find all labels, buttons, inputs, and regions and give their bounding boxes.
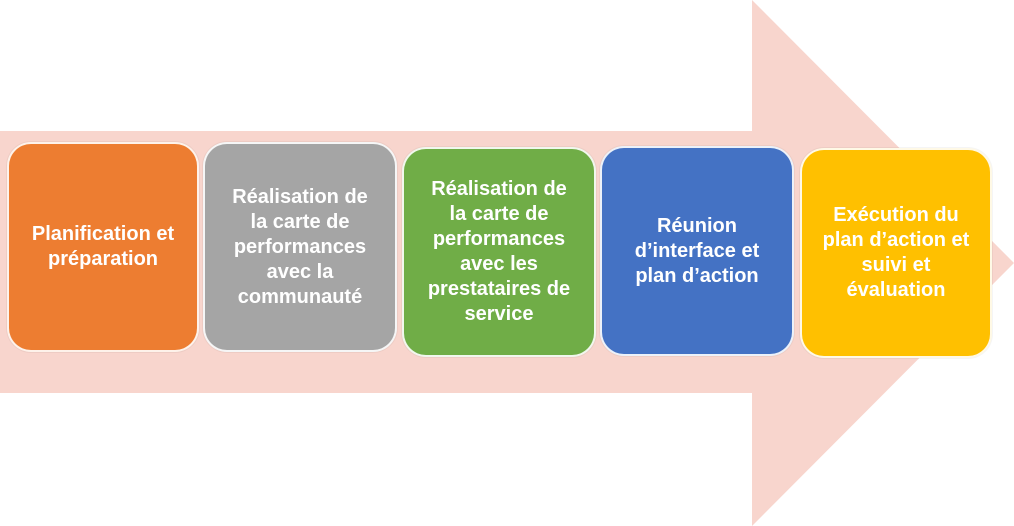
step-carte-communaute: Réalisation de la carte de performances …	[203, 142, 397, 352]
step-label: Réalisation de la carte de performances …	[427, 178, 571, 325]
step-planification: Planification et préparation	[7, 142, 199, 352]
step-label: Exécution du plan d’action et suivi et é…	[822, 204, 970, 301]
step-label: Réalisation de la carte de performances …	[232, 185, 368, 308]
step-reunion-interface: Réunion d’interface et plan d’action	[600, 146, 794, 356]
step-execution-plan: Exécution du plan d’action et suivi et é…	[800, 148, 992, 358]
step-label: Planification et préparation	[31, 223, 175, 270]
step-label: Réunion d’interface et plan d’action	[634, 214, 760, 287]
step-carte-prestataires: Réalisation de la carte de performances …	[402, 147, 596, 357]
